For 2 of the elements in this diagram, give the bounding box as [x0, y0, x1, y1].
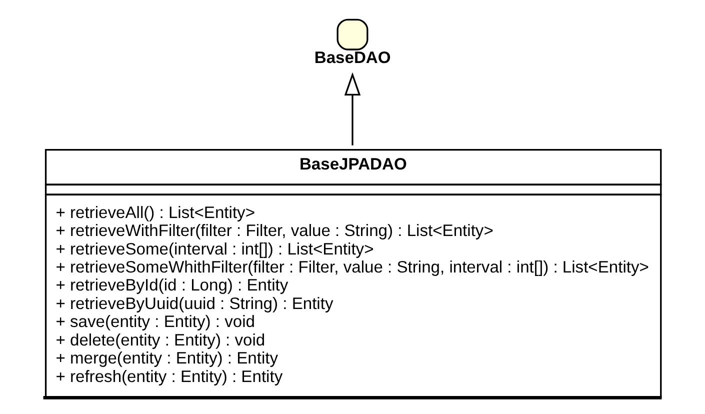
node-label: BaseDAO: [314, 48, 391, 67]
arrow: [344, 72, 361, 146]
